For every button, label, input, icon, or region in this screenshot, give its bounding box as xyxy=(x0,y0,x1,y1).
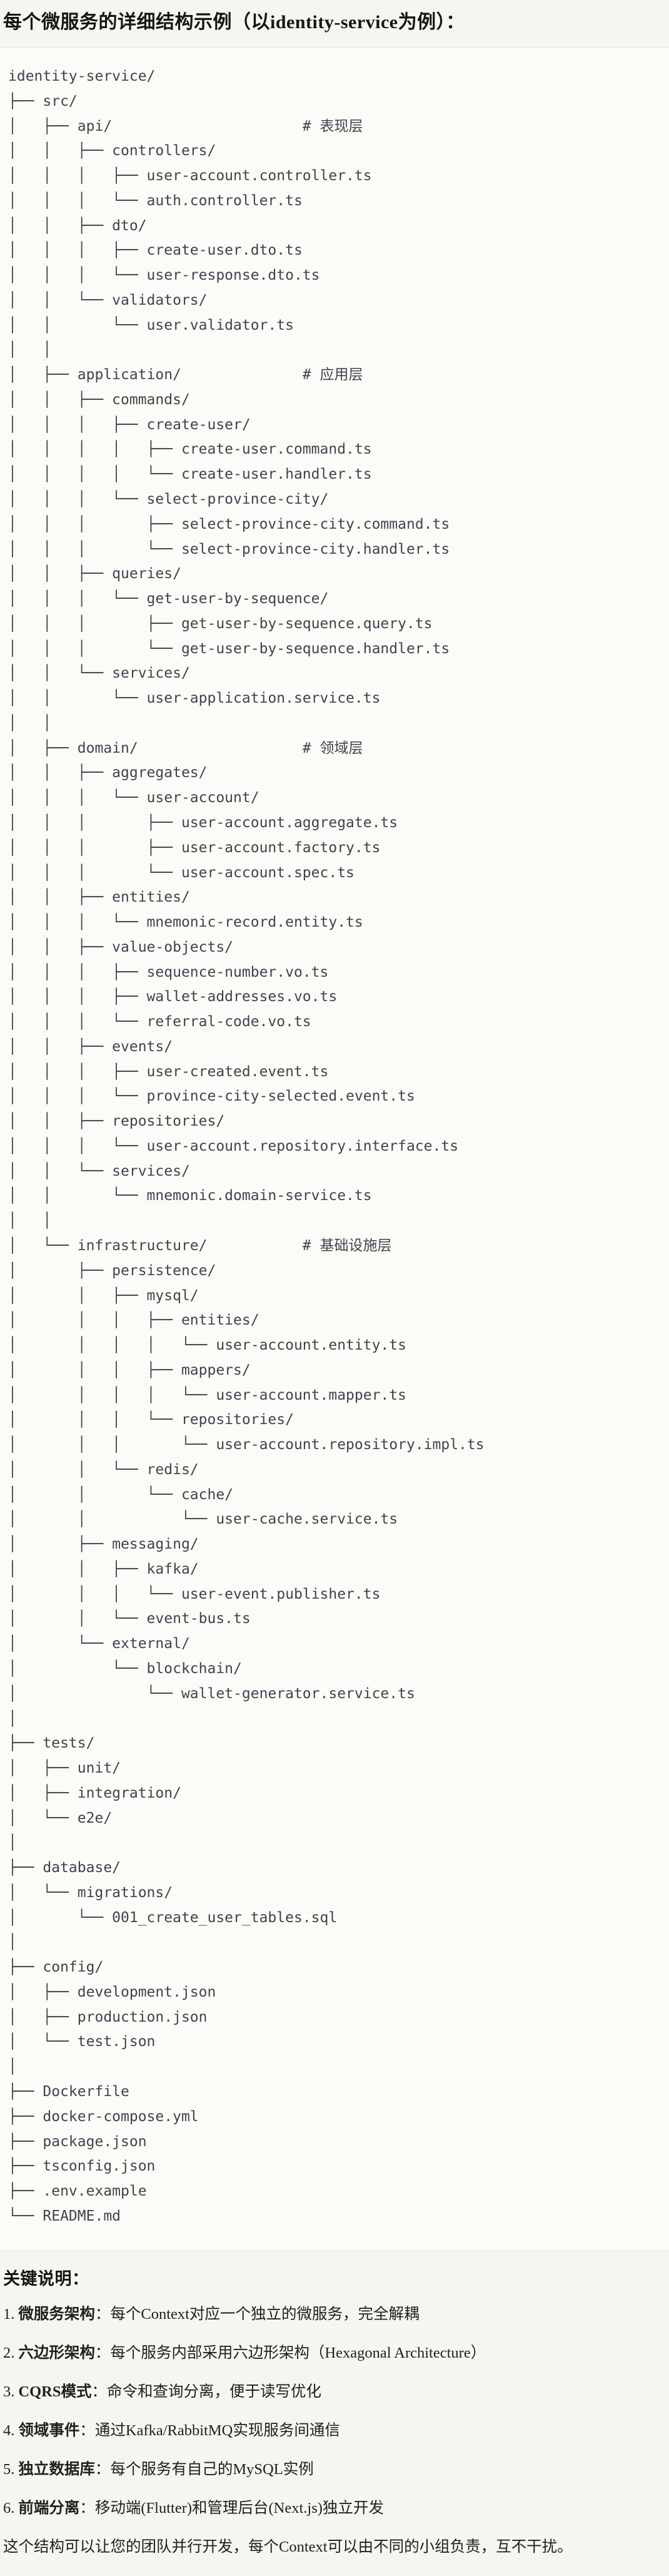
note-item-text: ：通过Kafka/RabbitMQ实现服务间通信 xyxy=(79,2421,340,2439)
file-tree: identity-service/ ├── src/ │ ├── api/ # … xyxy=(8,68,485,2224)
notes-list: 1.微服务架构：每个Context对应一个独立的微服务，完全解耦 2.六边形架构… xyxy=(3,2304,663,2518)
note-item-number: 3. xyxy=(3,2383,15,2400)
note-item-text: ：移动端(Flutter)和管理后台(Next.js)独立开发 xyxy=(79,2499,384,2517)
note-item-label: 独立数据库 xyxy=(18,2460,95,2478)
note-item-number: 6. xyxy=(3,2499,15,2517)
note-item-label: 领域事件 xyxy=(18,2421,80,2439)
note-item: 1.微服务架构：每个Context对应一个独立的微服务，完全解耦 xyxy=(3,2304,663,2324)
notes-heading: 关键说明： xyxy=(3,2269,89,2288)
note-item: 2.六边形架构：每个服务内部采用六边形架构（Hexagonal Architec… xyxy=(3,2343,663,2363)
note-item: 3.CQRS模式：命令和查询分离，便于读写优化 xyxy=(3,2382,663,2402)
note-item-number: 1. xyxy=(3,2305,15,2323)
note-item-text: ：每个服务有自己的MySQL实例 xyxy=(94,2460,314,2478)
note-item-label: 六边形架构 xyxy=(18,2344,95,2361)
page-title: 每个微服务的详细结构示例（以identity-service为例）： xyxy=(3,12,465,33)
notes-footer: 这个结构可以让您的团队并行开发，每个Context可以由不同的小组负责，互不干扰… xyxy=(3,2538,573,2555)
note-item-number: 2. xyxy=(3,2344,15,2361)
note-item-number: 4. xyxy=(3,2421,15,2439)
note-item-text: ：每个Context对应一个独立的微服务，完全解耦 xyxy=(94,2305,420,2323)
code-block: identity-service/ ├── src/ │ ├── api/ # … xyxy=(0,48,669,2251)
note-item: 6.前端分离：移动端(Flutter)和管理后台(Next.js)独立开发 xyxy=(3,2498,663,2518)
note-item-label: 微服务架构 xyxy=(18,2305,95,2323)
note-item-text: ：命令和查询分离，便于读写优化 xyxy=(91,2383,321,2400)
notes-section: 关键说明： 1.微服务架构：每个Context对应一个独立的微服务，完全解耦 2… xyxy=(0,2251,669,2557)
note-item-label: CQRS模式 xyxy=(18,2383,92,2400)
note-item: 5.独立数据库：每个服务有自己的MySQL实例 xyxy=(3,2460,663,2480)
note-item: 4.领域事件：通过Kafka/RabbitMQ实现服务间通信 xyxy=(3,2421,663,2441)
doc-header: 每个微服务的详细结构示例（以identity-service为例）： xyxy=(0,0,669,48)
note-item-number: 5. xyxy=(3,2460,15,2478)
note-item-label: 前端分离 xyxy=(18,2499,80,2517)
note-item-text: ：每个服务内部采用六边形架构（Hexagonal Architecture） xyxy=(94,2344,486,2361)
